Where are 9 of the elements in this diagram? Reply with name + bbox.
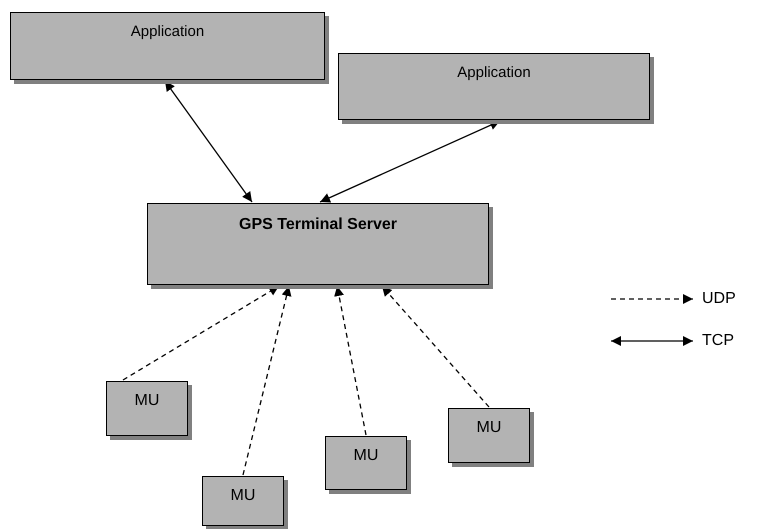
legend-label: TCP [702,332,734,350]
node-label: MU [476,419,502,437]
node-label: GPS Terminal Server [239,216,397,234]
node-label: MU [230,487,256,505]
legend-label: UDP [702,290,736,308]
node-label: Application [130,23,204,40]
node-label: MU [354,447,378,465]
node-label: MU [134,392,160,410]
node-label: Application [457,64,531,81]
